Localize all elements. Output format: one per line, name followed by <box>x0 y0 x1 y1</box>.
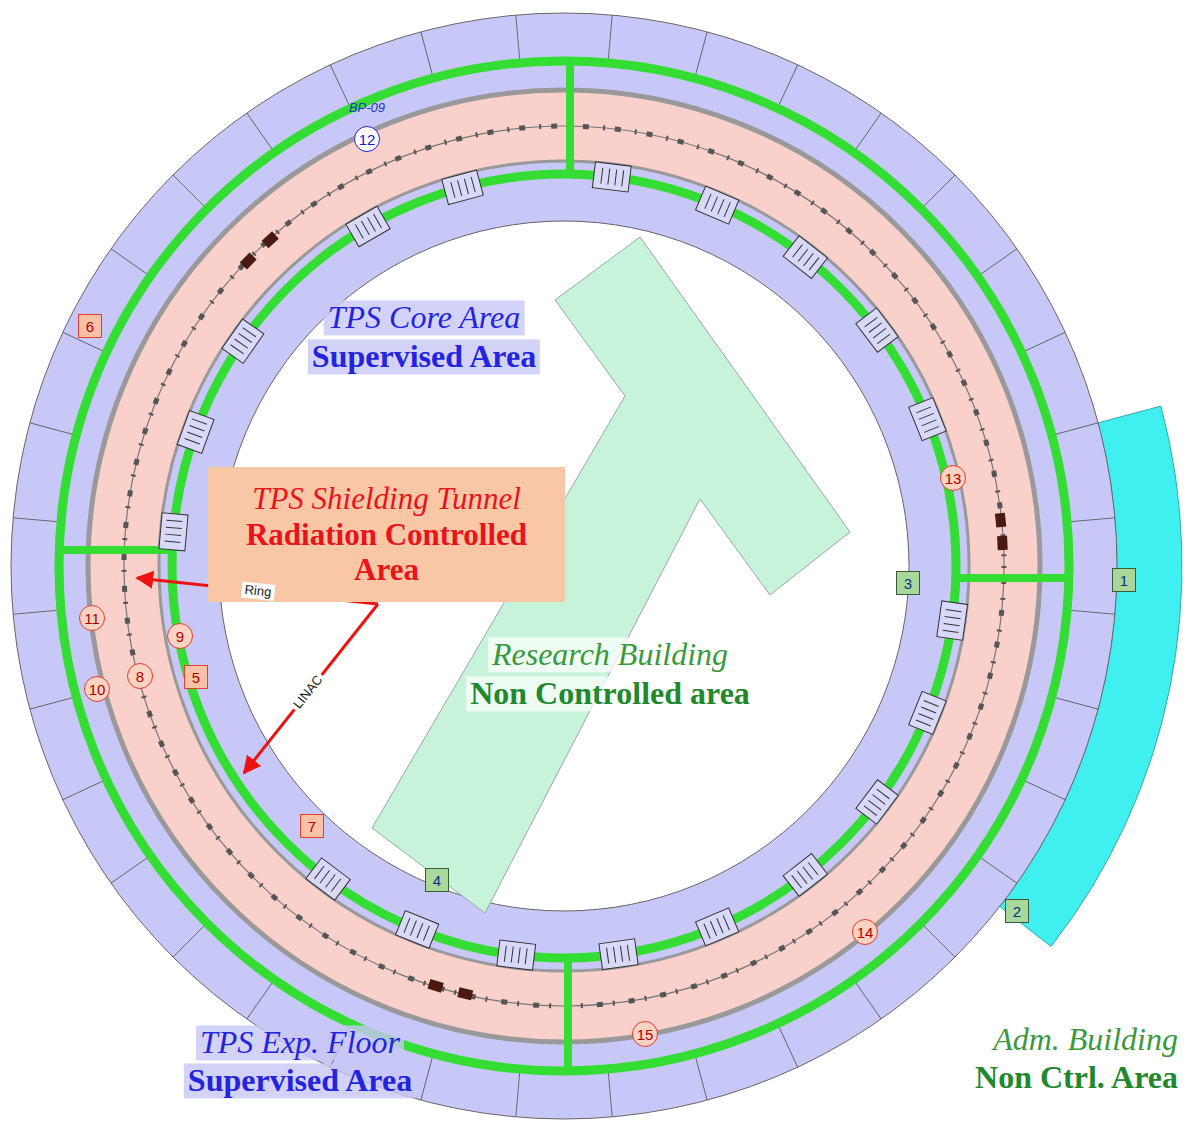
zone-text: TPS Shielding Tunnel <box>252 481 521 517</box>
callout-circle: 8 <box>127 663 153 689</box>
area-label: Supervised Area <box>308 339 540 374</box>
callout-circle: 13 <box>940 465 966 491</box>
location-square: 7 <box>300 814 324 838</box>
callout-number: 6 <box>86 319 94 334</box>
callout-number: 7 <box>308 819 316 834</box>
area-label: Non Controlled area <box>466 676 754 711</box>
callout-number: 12 <box>359 132 376 147</box>
callout-number: 3 <box>904 576 912 591</box>
location-square: 6 <box>78 314 102 338</box>
area-label: TPS Core Area <box>324 300 525 335</box>
callout-number: 5 <box>192 670 200 685</box>
location-square: 2 <box>1005 899 1029 923</box>
location-square: 3 <box>896 571 920 595</box>
callout-circle: 15 <box>632 1021 658 1047</box>
callout-number: 15 <box>637 1027 654 1042</box>
callout-number: 1 <box>1120 573 1128 588</box>
callout-number: 4 <box>433 873 441 888</box>
arrow-label: Ring <box>241 582 275 601</box>
location-square: 1 <box>1112 568 1136 592</box>
zone-text: Radiation Controlled Area <box>214 517 559 588</box>
area-label: Supervised Area <box>184 1063 416 1098</box>
location-square: 5 <box>184 665 208 689</box>
callout-number: 14 <box>857 925 874 940</box>
callout-circle: 11 <box>79 605 105 631</box>
callout-number: 8 <box>136 669 144 684</box>
beamline-label: BP-09 <box>349 101 385 115</box>
callout-number: 10 <box>89 682 106 697</box>
callout-number: 11 <box>84 611 100 626</box>
location-square: 4 <box>425 868 449 892</box>
callout-number: 13 <box>945 471 962 486</box>
zone-box: TPS Shielding TunnelRadiation Controlled… <box>208 467 565 602</box>
arrow-label: LINAC <box>288 670 328 714</box>
callout-circle: 9 <box>167 623 193 649</box>
callout-number: 9 <box>176 629 184 644</box>
area-label: Adm. Building <box>989 1022 1182 1057</box>
area-label: Non Ctrl. Area <box>971 1060 1182 1095</box>
area-label: Research Building <box>488 637 732 672</box>
area-label: TPS Exp. Floor <box>196 1025 404 1060</box>
callout-circle: 12 <box>354 126 380 152</box>
callout-circle: 10 <box>84 676 110 702</box>
callout-number: 2 <box>1013 904 1021 919</box>
callout-circle: 14 <box>852 919 878 945</box>
